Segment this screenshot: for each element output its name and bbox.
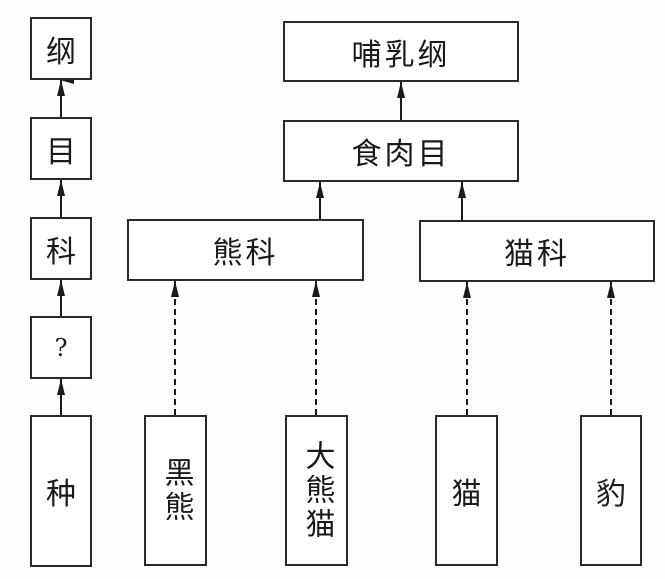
cat-box: 猫 [435, 415, 498, 566]
mammalia-box: 哺乳纲 [283, 21, 519, 82]
black-bear-box: 黑熊 [144, 415, 207, 566]
giant-panda-box: 大熊猫 [285, 415, 348, 566]
arrowheads [57, 80, 615, 395]
rank-family-box: 科 [30, 217, 92, 280]
felidae-box: 猫科 [419, 220, 655, 282]
carnivora-box: 食肉目 [283, 120, 519, 182]
rank-class-box: 纲 [30, 17, 92, 80]
rank-order-box: 目 [30, 117, 92, 180]
leopard-box: 豹 [580, 415, 642, 566]
rank-unknown-box: ? [30, 316, 92, 379]
ursidae-box: 熊科 [127, 219, 364, 281]
rank-species-box: 种 [30, 415, 92, 567]
